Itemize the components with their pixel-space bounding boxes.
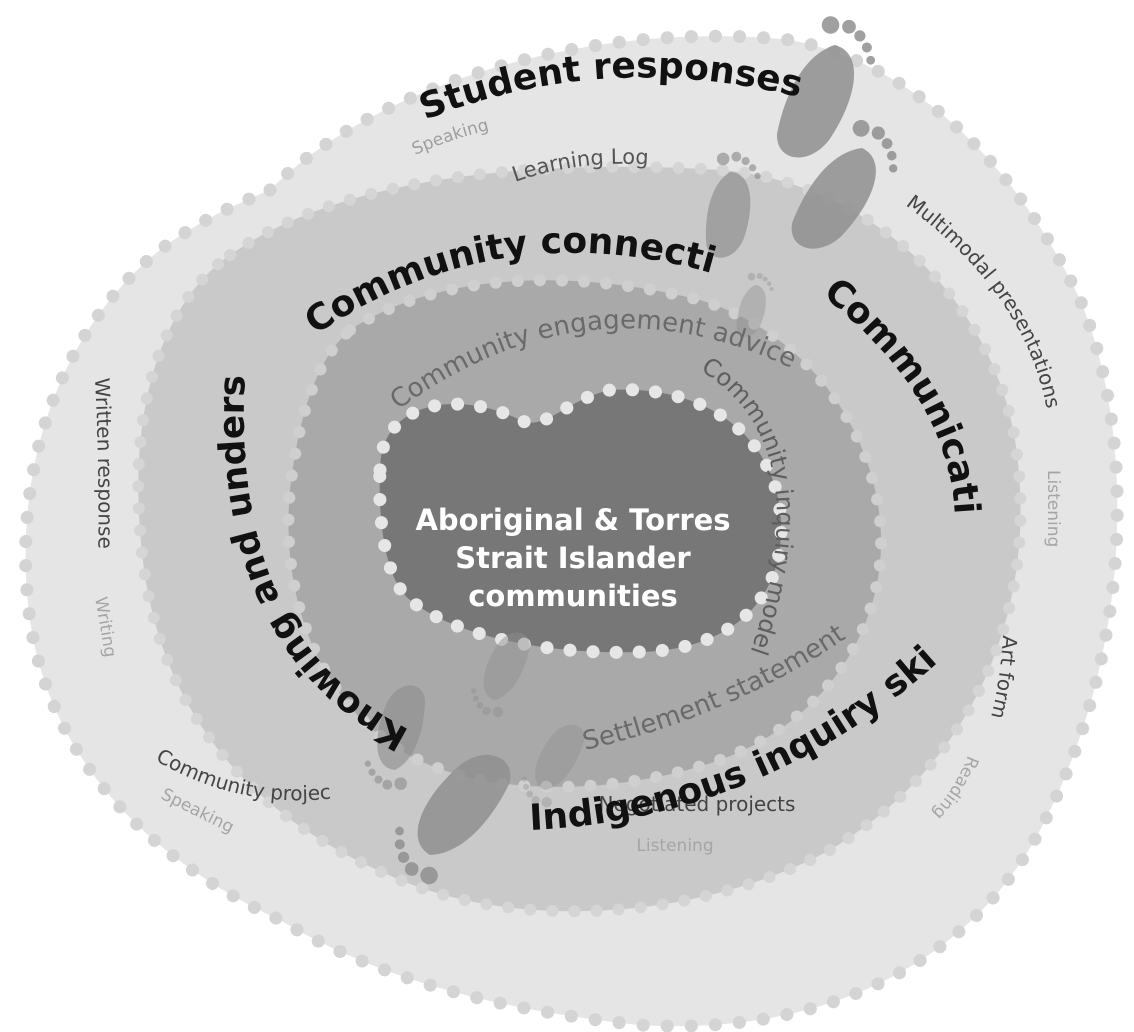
outer-item-written-response: Written response (90, 377, 118, 549)
center-line-1: Aboriginal & Torres (415, 503, 730, 537)
outer-item-negotiated-projects: Negotiated projects (599, 792, 796, 816)
outer-item-listening-right: Listening (1043, 470, 1063, 547)
center-line-3: communities (468, 579, 678, 613)
center-line-2: Strait Islander (455, 541, 691, 575)
outer-item-listening-bottom: Listening (636, 836, 713, 856)
